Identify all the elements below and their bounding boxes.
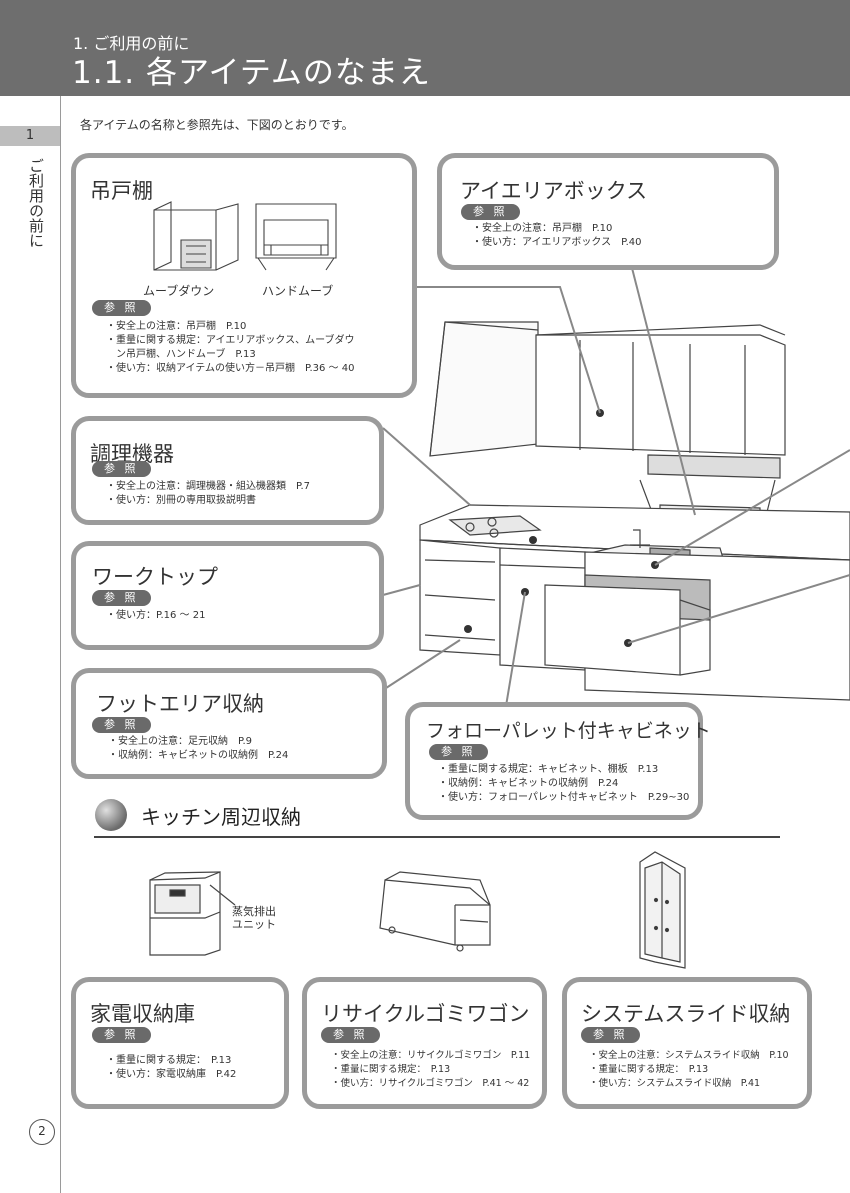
page-number: 2 <box>29 1119 55 1145</box>
intro-text: 各アイテムの名称と参照先は、下図のとおりです。 <box>80 118 354 132</box>
reference-badge: 参 照 <box>321 1027 380 1043</box>
box-recycle: リサイクルゴミワゴン 参 照 ・安全上の注意：リサイクルゴミワゴン P.11 ・… <box>302 977 547 1109</box>
reference-badge: 参 照 <box>581 1027 640 1043</box>
reference-badge: 参 照 <box>92 590 151 606</box>
box-title: システムスライド収納 <box>581 1002 791 1026</box>
page-header: 1. ご利用の前に 1.1. 各アイテムのなまえ <box>0 0 850 96</box>
box-title: アイエリアボックス <box>460 179 648 203</box>
box-title: フットエリア収納 <box>96 692 264 716</box>
side-tab-label: ご利用の前に <box>27 158 45 248</box>
box-title: リサイクルゴミワゴン <box>321 1002 530 1026</box>
box-title: 吊戸棚 <box>90 179 153 203</box>
reference-badge: 参 照 <box>92 461 151 477</box>
box-title: 家電収納庫 <box>90 1002 195 1026</box>
reference-lines: ・安全上の注意：システムスライド収納 P.10 ・重量に関する規定： P.13 … <box>589 1050 789 1089</box>
box-ai-area: アイエリアボックス 参 照 ・安全上の注意：吊戸棚 P.10 ・使い方：アイエリ… <box>437 153 779 270</box>
reference-lines: ・安全上の注意：吊戸棚 P.10 ・重量に関する規定：アイエリアボックス、ムーブ… <box>106 321 355 374</box>
reference-lines: ・安全上の注意：足元収納 P.9 ・収納例：キャビネットの収納例 P.24 <box>108 736 289 761</box>
reference-badge: 参 照 <box>92 717 151 733</box>
reference-badge: 参 照 <box>429 744 488 760</box>
section-bullet-icon <box>95 799 127 831</box>
side-rule <box>60 96 61 1193</box>
steam-unit-caption: 蒸気排出 ユニット <box>232 905 276 931</box>
chapter-title: 1. ご利用の前に <box>73 34 190 53</box>
reference-badge: 参 照 <box>92 1027 151 1043</box>
box-follow-pallet: フォローパレット付キャビネット 参 照 ・重量に関する規定：キャビネット、棚板 … <box>405 702 711 820</box>
box-worktop: ワークトップ 参 照 ・使い方：P.16 ～ 21 <box>71 541 384 650</box>
box-tsuridana: 吊戸棚 ムーブダウン ハンドムーブ 参 照 ・安全上の注意：吊戸棚 P.10 ・… <box>71 153 417 398</box>
box-foot-area: フットエリア収納 参 照 ・安全上の注意：足元収納 P.9 ・収納例：キャビネッ… <box>71 668 387 779</box>
reference-lines: ・使い方：P.16 ～ 21 <box>106 610 206 621</box>
caption-move-down: ムーブダウン <box>143 284 215 298</box>
reference-lines: ・安全上の注意：リサイクルゴミワゴン P.11 ・重量に関する規定： P.13 … <box>331 1050 531 1089</box>
reference-lines: ・安全上の注意：調理機器・組込機器類 P.7 ・使い方：別冊の専用取扱説明書 <box>106 481 311 506</box>
box-cooking: 調理機器 参 照 ・安全上の注意：調理機器・組込機器類 P.7 ・使い方：別冊の… <box>71 416 384 525</box>
box-title: ワークトップ <box>92 565 218 589</box>
section-heading-title: キッチン周辺収納 <box>141 805 301 829</box>
reference-badge: 参 照 <box>92 300 151 316</box>
reference-badge: 参 照 <box>461 204 520 220</box>
section-title: 1.1. 各アイテムのなまえ <box>72 55 431 91</box>
box-kaden: 家電収納庫 参 照 ・重量に関する規定： P.13 ・使い方：家電収納庫 P.4… <box>71 977 289 1109</box>
side-tab-number: 1 <box>0 126 60 146</box>
box-system-slide: システムスライド収納 参 照 ・安全上の注意：システムスライド収納 P.10 ・… <box>562 977 812 1109</box>
reference-lines: ・重量に関する規定：キャビネット、棚板 P.13 ・収納例：キャビネットの収納例… <box>438 764 690 803</box>
tsuridana-illustration <box>153 201 337 271</box>
section-rule <box>94 836 780 838</box>
reference-lines: ・安全上の注意：吊戸棚 P.10 ・使い方：アイエリアボックス P.40 <box>472 223 642 248</box>
box-title: フォローパレット付キャビネット <box>426 720 711 742</box>
reference-lines: ・重量に関する規定： P.13 ・使い方：家電収納庫 P.42 <box>106 1055 237 1080</box>
caption-hand-move: ハンドムーブ <box>262 284 334 298</box>
